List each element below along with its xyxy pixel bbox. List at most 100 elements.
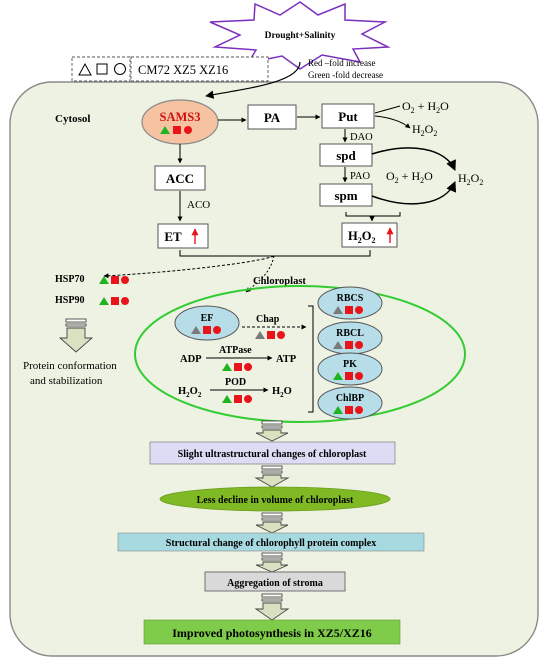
legend-note-green: Green -fold decrease [308,70,383,80]
pk-node [317,352,383,386]
flow-arrow-cap [261,420,283,425]
chap-target-bracket [308,305,314,413]
ef-markers [191,326,221,334]
hsp-outcome-line2: and stabilization [30,375,103,387]
red-square-icon [234,395,242,403]
red-square-icon [345,372,353,380]
red-square-icon [345,406,353,414]
burst-shape [209,1,391,70]
red-circle-icon [355,341,363,349]
pk-label: PK [343,359,357,370]
put-label: Put [338,109,358,124]
hsp90-label: HSP90 [55,295,84,306]
step1-text: Slight ultrastructural changes of chloro… [178,449,367,460]
spd-label: spd [336,148,356,163]
chap-label: Chap [256,314,280,325]
red-square-icon [345,306,353,314]
gray-triangle-icon [191,326,201,334]
chloroplast-region [134,285,466,423]
put-box [321,103,375,129]
red-circle-icon [355,306,363,314]
legend-cultivar-box [130,56,269,82]
flow-arrow-cap [261,465,283,470]
put-h2o2-label: H2O2 [412,122,437,138]
ef-node [174,305,240,341]
red-circle-icon [213,326,221,334]
step5-text: Improved photosynthesis in XZ5/XZ16 [172,626,372,640]
h2o2-box [341,222,398,248]
pa-box [247,104,297,130]
gray-triangle-icon [333,341,343,349]
spm-box [319,183,373,207]
green-triangle-icon [333,406,343,414]
atpase-markers [222,363,252,371]
rbcs-markers [333,306,363,314]
chlbp-node [317,386,383,420]
flow-arrow-body [254,602,290,621]
step4-text: Aggregation of stroma [227,578,323,589]
red-square-icon [173,126,181,134]
red-square-icon [345,341,353,349]
hsp-block-arrow [58,318,94,353]
pod-markers [222,395,252,403]
cytosol-label: Cytosol [55,113,90,125]
stress-label: Drought+Salinity [265,31,336,41]
stress-burst: Drought+Salinity [209,1,391,70]
step3-box [117,532,425,552]
spm-label: spm [334,188,357,203]
et-box [157,223,209,249]
flow-arrow-body [254,474,290,488]
rbcs-label: RBCS [337,293,364,304]
red-circle-icon [121,297,129,305]
step4-box [204,571,346,592]
to-chloroplast-arrow [245,255,275,293]
green-triangle-icon [222,363,232,371]
put-o2-curve-arrow [374,115,411,129]
red-circle-icon [244,395,252,403]
h2o2-substrate-label: H2O2 [178,386,202,399]
red-square-icon [111,276,119,284]
legend-note-red: Red –fold increase [308,58,375,68]
legend-cultivars: CM72 XZ5 XZ16 [138,63,228,77]
flow-arrow-1 [255,420,289,442]
flow-arrow-cap [261,517,283,521]
red-circle-icon [121,276,129,284]
chlbp-label: ChlBP [336,393,364,404]
h2o-product-label: H2O [272,386,292,399]
hsp90-markers [99,297,129,305]
ef-label: EF [201,313,214,324]
rbcl-markers [333,341,363,349]
legend: CM72 XZ5 XZ16 Red –fold increase Green -… [71,56,383,82]
spd-o2-loop-arrow [371,147,456,171]
adp-label: ADP [180,354,202,365]
flow-arrow-body [255,429,289,442]
spm-to-h2o2-bracket [345,212,401,217]
sams3-markers [160,126,192,134]
red-circle-icon [277,331,285,339]
acc-box [154,165,206,191]
loop-h2o2-label: H2O2 [458,171,483,187]
flow-arrow-cap [261,552,283,557]
pk-markers [333,372,363,380]
h2o2-box-label: H2O2 [348,229,375,245]
flow-arrow-cap [261,557,283,561]
gray-triangle-icon [333,306,343,314]
aco-label: ACO [187,199,210,211]
flow-arrow-cap [261,512,283,517]
green-triangle-icon [99,297,109,305]
flow-arrow-4 [255,552,289,573]
spd-box [319,143,373,167]
hsp-arrow-body [58,327,94,353]
atp-label: ATP [276,354,297,365]
red-square-icon [203,326,211,334]
flow-arrow-body [255,561,289,573]
to-hsp-dashed-arrow [103,255,275,279]
put-o2-h2o-label: O2 + H2O [402,99,449,115]
gray-triangle-icon [255,331,265,339]
chap-markers [255,331,285,339]
flow-arrow-body [255,521,289,534]
step2-box [159,486,391,512]
triangle-icon [78,62,92,76]
flow-arrow-cap [261,593,283,598]
